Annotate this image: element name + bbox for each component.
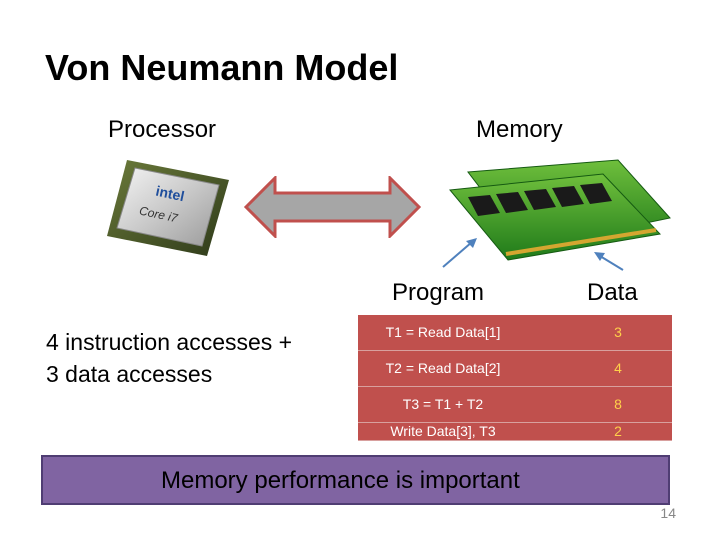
memory-performance-banner: Memory performance is important [41, 455, 670, 505]
data-value-cell: 3 [614, 324, 622, 340]
slide-title: Von Neumann Model [45, 47, 399, 88]
page-number: 14 [660, 505, 676, 521]
processor-label: Processor [108, 116, 217, 143]
data-pointer-arrow [594, 252, 624, 271]
accesses-line-1: 4 instruction accesses + [46, 329, 293, 355]
instruction-cell: T3 = T1 + T2 [402, 396, 484, 412]
processor-chip-icon: intel Core i7 [107, 160, 229, 256]
table-row: T2 = Read Data[2] 4 [358, 351, 672, 387]
data-label: Data [587, 279, 638, 306]
bidirectional-arrow-icon [244, 176, 421, 238]
table-row: Write Data[3], T3 2 [358, 423, 672, 441]
memory-label: Memory [476, 116, 563, 143]
chip-brand: intel [154, 183, 185, 205]
instruction-cell: T2 = Read Data[2] [385, 360, 501, 376]
program-label: Program [392, 279, 485, 306]
table-row: T3 = T1 + T2 8 [358, 387, 672, 423]
accesses-note: 4 instruction accesses + 3 data accesses [46, 326, 292, 390]
instruction-cell: T1 = Read Data[1] [385, 324, 501, 340]
memory-module-icon [449, 159, 671, 261]
accesses-line-2: 3 data accesses [46, 361, 213, 387]
data-value-cell: 8 [614, 396, 622, 412]
banner-text: Memory performance is important [161, 467, 520, 494]
program-pointer-arrow [442, 238, 477, 268]
data-value-cell: 2 [614, 423, 622, 439]
instruction-cell: Write Data[3], T3 [390, 423, 496, 439]
table-row: T1 = Read Data[1] 3 [358, 315, 672, 351]
data-value-cell: 4 [614, 360, 622, 376]
